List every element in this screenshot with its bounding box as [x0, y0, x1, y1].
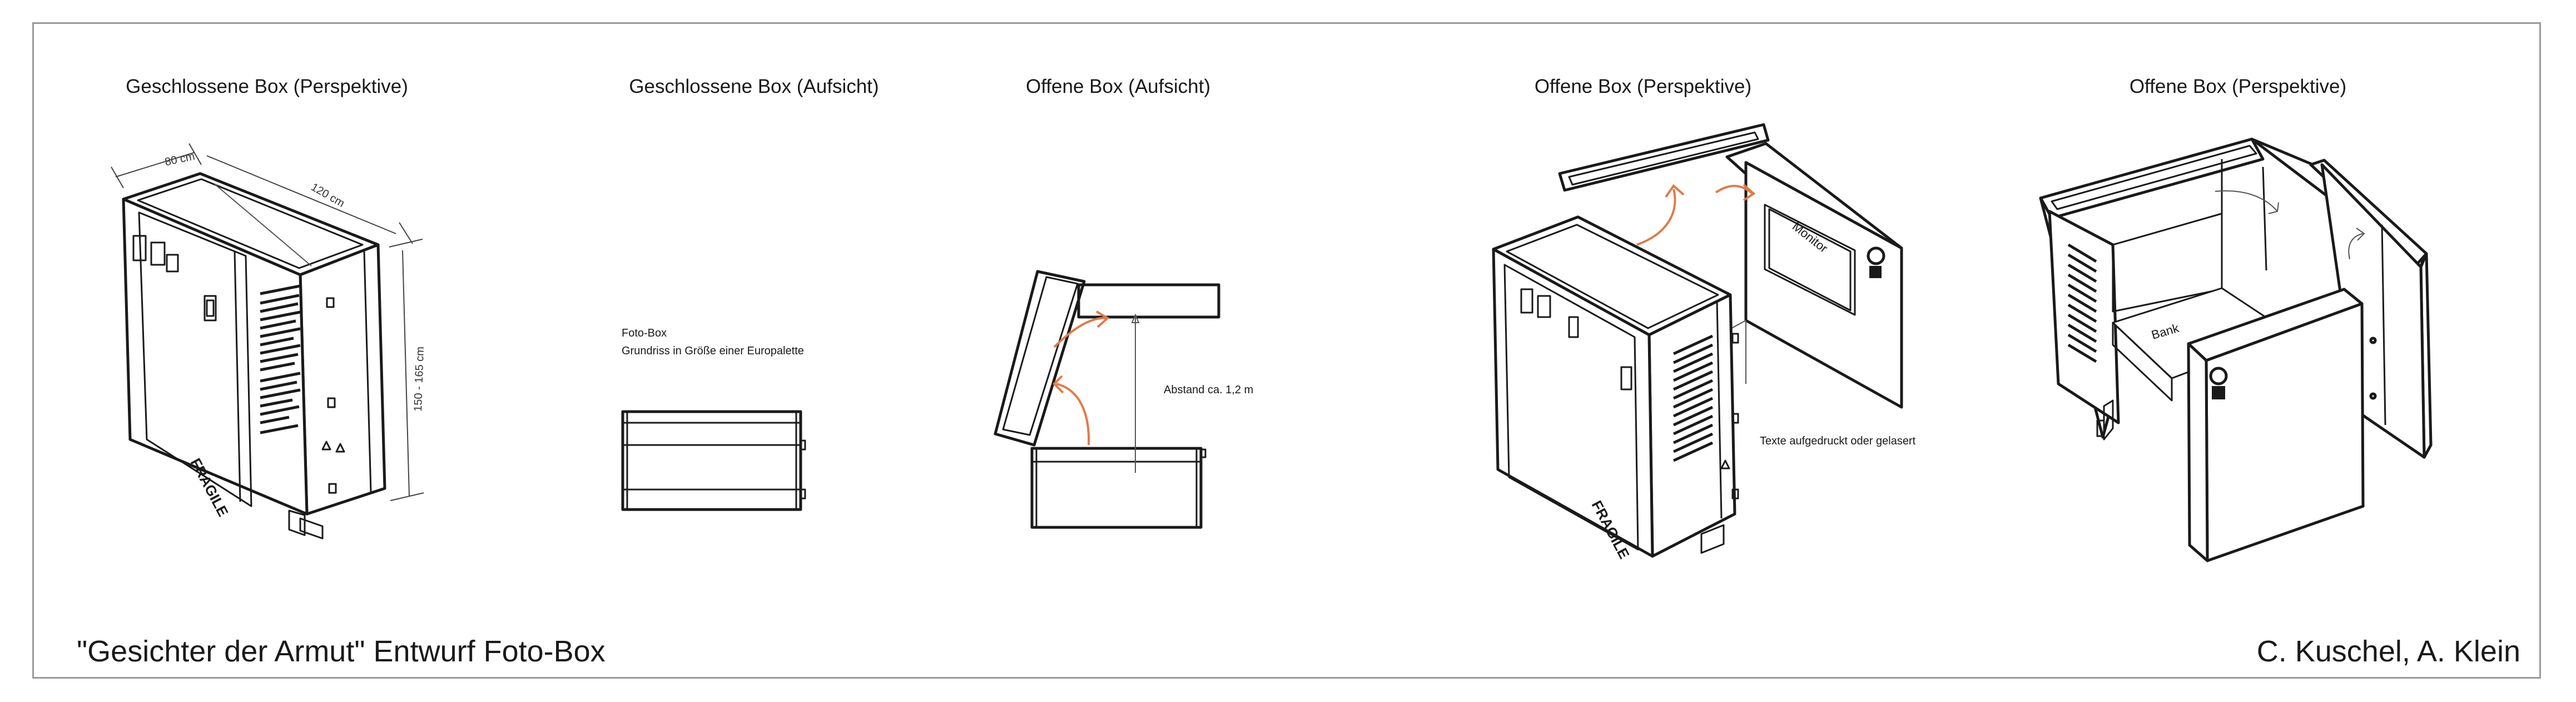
open-box-perspective-2: Bank [2039, 137, 2433, 562]
heading-open-perspective-2: Offene Box (Perspektive) [2129, 76, 2347, 97]
dimension-width: 80 cm [163, 150, 196, 169]
label-abstand: Abstand ca. 1,2 m [1164, 384, 1254, 396]
label-foto-box: Foto-Box [622, 327, 667, 339]
open-box-perspective-1: Monitor [1492, 123, 1903, 562]
heading-open-perspective-1: Offene Box (Perspektive) [1534, 76, 1752, 97]
footer-title: "Gesichter der Armut" Entwurf Foto-Box [77, 635, 605, 668]
drawing-frame [32, 22, 2541, 679]
closed-box-perspective: FRAGILE 80 cm 120 cm 150 - 165 cm [111, 143, 426, 540]
open-box-top-view [994, 270, 1220, 529]
label-grundriss: Grundriss in Größe einer Europalette [622, 345, 804, 357]
closed-box-top-view [621, 410, 806, 511]
label-texte: Texte aufgedruckt oder gelasert [1760, 435, 1916, 447]
heading-closed-perspective: Geschlossene Box (Perspektive) [126, 76, 408, 97]
heading-closed-top: Geschlossene Box (Aufsicht) [629, 76, 879, 97]
heading-open-top: Offene Box (Aufsicht) [1025, 76, 1211, 97]
footer-authors: C. Kuschel, A. Klein [2256, 635, 2520, 668]
dimension-height: 150 - 165 cm [412, 347, 426, 412]
